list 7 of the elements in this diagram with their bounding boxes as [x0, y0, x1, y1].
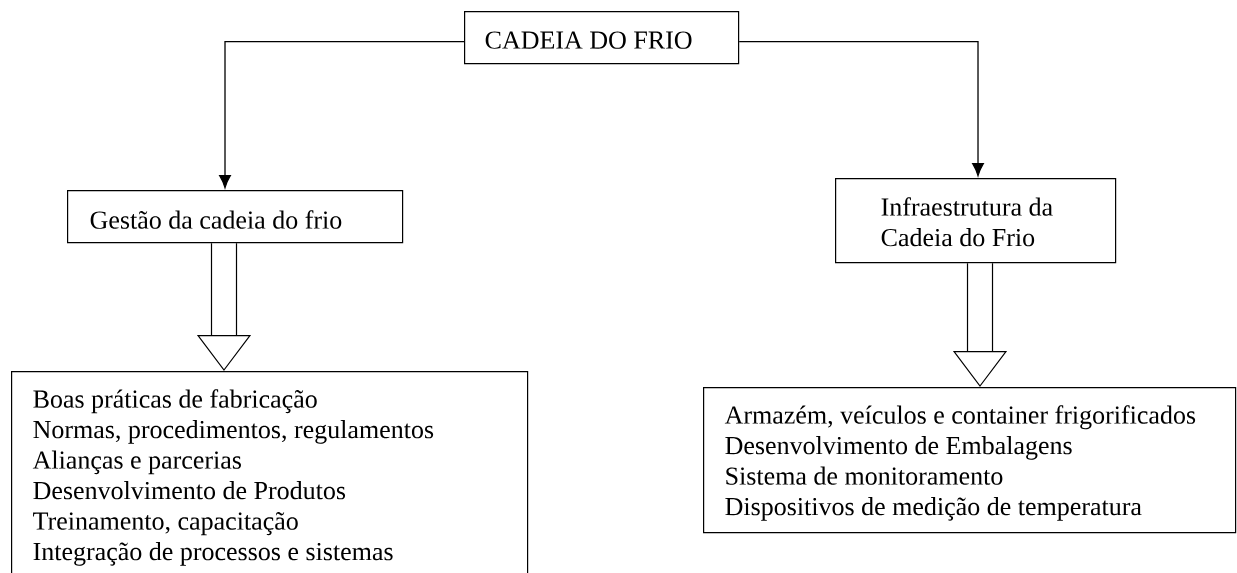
arrow [219, 40, 465, 189]
list-box: Boas práticas de fabricação Normas, procedimentos, regulamentos Alianças e parcerias Desenvolvimento de Produtos Treinamento, capacitação Integração de processos e sistemas [11, 371, 529, 573]
arrow [738, 40, 984, 177]
category-box: Gestão da cadeia do frio [67, 190, 404, 244]
list-box: Armazém, veículos e container frigorificados Desenvolvimento de Embalagens Sistema de monitoramento Dispositivos de medição de temperatura [703, 387, 1237, 534]
category-box: Infraestrutura da Cadeia do Frio [835, 178, 1117, 264]
title-box: CADEIA DO FRIO [464, 11, 740, 65]
